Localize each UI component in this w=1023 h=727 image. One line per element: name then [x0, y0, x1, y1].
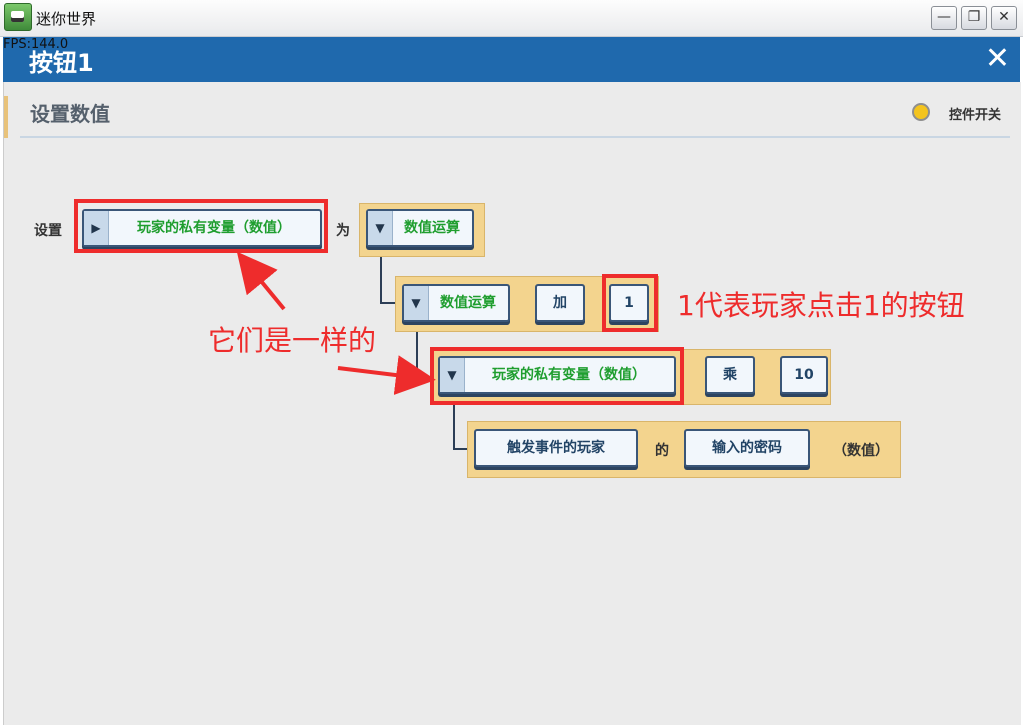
button-label: 玩家的私有变量（数值） — [137, 220, 291, 236]
annotation-highlight-box — [74, 199, 328, 253]
value-operation-button-2[interactable]: ▼ 数值运算 — [402, 284, 510, 322]
dropdown-arrow-icon[interactable]: ▼ — [368, 211, 393, 245]
wei-label: 为 — [336, 223, 350, 239]
dialog-close-icon[interactable]: ✕ — [984, 41, 1010, 76]
os-title-bar: 迷你世界 — ❐ ✕ — [0, 0, 1023, 37]
restore-button[interactable]: ❐ — [961, 6, 987, 30]
arrow-right-icon — [337, 355, 436, 395]
number-10-button[interactable]: 10 — [780, 356, 828, 394]
add-operator-button[interactable]: 加 — [535, 284, 585, 322]
number-1-button[interactable]: 1 — [609, 284, 649, 322]
dropdown-arrow-icon[interactable]: ▼ — [440, 358, 465, 392]
multiply-operator-button[interactable]: 乘 — [705, 356, 755, 394]
dropdown-arrow-icon[interactable]: ▼ — [404, 286, 429, 320]
button-label: 玩家的私有变量（数值） — [492, 367, 646, 383]
connector-line — [416, 322, 418, 378]
app-icon — [4, 3, 32, 31]
section-divider — [20, 136, 1010, 138]
connector-line — [380, 254, 382, 304]
window-close-button[interactable]: ✕ — [991, 6, 1017, 30]
annotation-note-right: 1代表玩家点击1的按钮 — [677, 289, 965, 322]
control-switch-toggle[interactable] — [912, 103, 930, 121]
de-label: 的 — [655, 443, 669, 459]
player-private-variable-button-2[interactable]: ▼ 玩家的私有变量（数值） — [438, 356, 676, 394]
section-title: 设置数值 — [30, 102, 110, 126]
expand-arrow-icon[interactable]: ▶ — [84, 211, 109, 245]
section-accent — [4, 96, 8, 138]
trigger-player-button[interactable]: 触发事件的玩家 — [474, 429, 638, 467]
control-switch-label: 控件开关 — [949, 108, 1002, 123]
dialog-title: 按钮1 — [29, 49, 94, 77]
arrow-up-icon — [236, 251, 286, 311]
value-operation-button[interactable]: ▼ 数值运算 — [366, 209, 474, 247]
annotation-note-same: 它们是一样的 — [208, 324, 377, 357]
annotation-highlight-box — [602, 274, 658, 332]
connector-line — [380, 302, 402, 304]
value-suffix-label: （数值） — [833, 443, 889, 459]
set-label: 设置 — [34, 223, 62, 239]
app-title: 迷你世界 — [36, 10, 97, 28]
input-password-button[interactable]: 输入的密码 — [684, 429, 810, 467]
connector-line — [453, 448, 473, 450]
dialog-header: 按钮1 ✕ — [3, 37, 1020, 82]
connector-line — [453, 396, 455, 450]
player-private-variable-button[interactable]: ▶ 玩家的私有变量（数值） — [82, 209, 322, 247]
button-label: 数值运算 — [440, 295, 496, 311]
fps-counter: FPS:144.0 — [3, 37, 69, 52]
minimize-button[interactable]: — — [931, 6, 957, 30]
button-label: 数值运算 — [404, 220, 460, 236]
